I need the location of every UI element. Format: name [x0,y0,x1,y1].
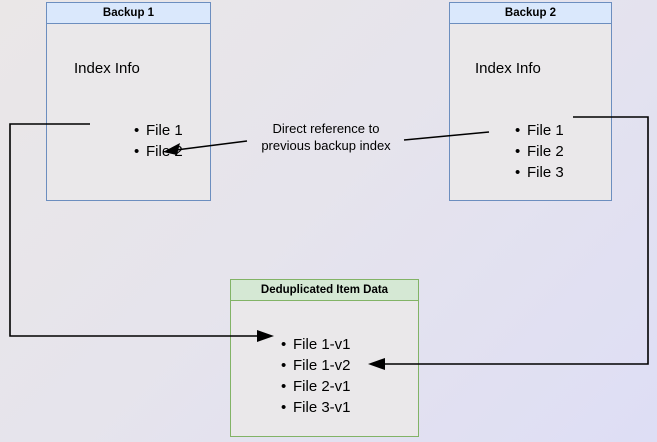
list-item: File 2-v1 [281,376,350,397]
list-item: File 3-v1 [281,397,350,418]
list-item: File 3 [515,162,564,183]
deduplicated-file-list: File 1-v1 File 1-v2 File 2-v1 File 3-v1 [276,334,350,418]
list-item: File 2 [134,141,183,162]
backup-1-box[interactable]: Backup 1 Index Info File 1 File 2 [46,2,211,201]
backup-2-index-info-label: Index Info [475,60,541,77]
backup-2-body: Index Info File 1 File 2 File 3 [450,24,611,200]
list-item: File 1-v1 [281,334,350,355]
backup-1-title: Backup 1 [47,3,210,24]
direct-reference-line-2: previous backup index [261,138,391,153]
list-item: File 1-v2 [281,355,350,376]
list-item: File 2 [515,141,564,162]
deduplicated-item-data-title: Deduplicated Item Data [231,280,418,301]
list-item: File 1 [134,120,183,141]
deduplicated-item-data-body: File 1-v1 File 1-v2 File 2-v1 File 3-v1 [231,301,418,436]
backup-1-index-info-label: Index Info [74,60,140,77]
direct-reference-annotation: Direct reference to previous backup inde… [246,120,406,154]
list-item: File 1 [515,120,564,141]
backup-2-box[interactable]: Backup 2 Index Info File 1 File 2 File 3 [449,2,612,201]
backup-1-body: Index Info File 1 File 2 [47,24,210,200]
backup-1-file-list: File 1 File 2 [129,120,183,162]
backup-2-title: Backup 2 [450,3,611,24]
direct-reference-line-1: Direct reference to [272,121,380,136]
backup-2-file-list: File 1 File 2 File 3 [510,120,564,183]
deduplicated-item-data-box[interactable]: Deduplicated Item Data File 1-v1 File 1-… [230,279,419,437]
